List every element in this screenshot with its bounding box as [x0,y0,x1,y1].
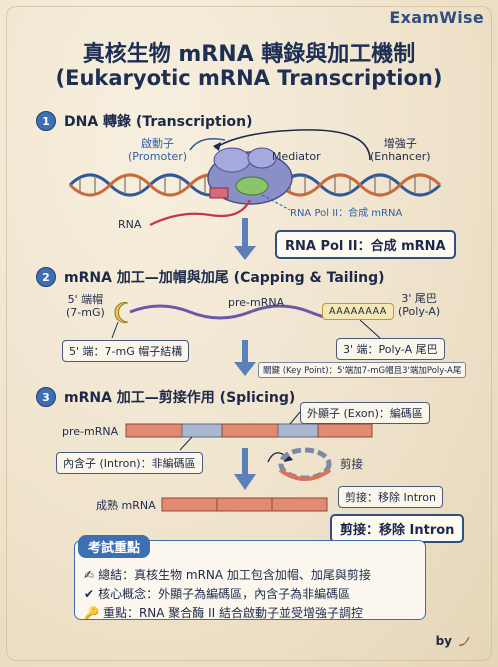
section-2-heading: 2 mRNA 加工—加帽與加尾 (Capping & Tailing) [36,267,385,287]
tail-label: 3' 尾巴 (Poly-A) [398,292,441,318]
enhancer-loop [214,129,371,161]
byline-text: by [435,634,452,648]
section-2-title: mRNA 加工—加帽與加尾 (Capping & Tailing) [64,270,385,286]
pen-icon: ✍ [84,567,95,582]
mature-mrna-blocks [161,497,328,512]
summary-item-3: 🔑 重點：RNA 聚合酶 II 結合啟動子並受增強子調控 [84,604,363,621]
splice-remove-box: 剪接：移除 Intron [338,486,444,508]
pol-note-label: RNA Pol II：合成 mRNA [290,208,403,219]
mature-mrna-label: 成熟 mRNA [96,499,156,512]
summary-item-2-text: 核心概念：外顯子為編碼區，內含子為非編碼區 [98,587,351,601]
down-arrow-1 [234,218,256,260]
summary-item-2: ✔ 核心概念：外顯子為編碼區，內含子為非編碼區 [84,585,350,602]
section-1-heading: 1 DNA 轉錄 (Transcription) [36,111,252,131]
rna-label: RNA [118,218,142,231]
key-point-box: 關鍵 (Key Point)：5'端加7-mG帽且3'端加Poly-A尾 [258,362,467,378]
byline: by [436,633,472,649]
section-1-title: DNA 轉錄 (Transcription) [64,114,253,130]
key-icon: 🔑 [84,605,99,620]
exon-info-box: 外顯子 (Exon)：編碼區 [300,402,430,424]
enhancer-label: 增強子 (Enhancer) [370,137,431,163]
splice-label: 剪接 [340,457,363,471]
cap-label: 5' 端帽 (7-mG) [66,293,105,319]
pol-result-box: RNA Pol II：合成 mRNA [275,230,456,259]
polymerase-complex [207,147,293,205]
section-2-number: 2 [36,267,56,287]
mediator-label: Mediator [272,150,321,163]
pre-mrna-blocks [125,423,373,438]
dna-helix [68,173,442,197]
section-1-number: 1 [36,111,56,131]
summary-item-1: ✍ 總結：真核生物 mRNA 加工包含加帽、加尾與剪接 [84,566,371,583]
cap-info-box: 5' 端：7-mG 帽子結構 [62,340,190,362]
splice-result-box: 剪接：移除 Intron [330,514,465,543]
poly-a-tail: AAAAAAAA [322,303,394,320]
section-3-heading: 3 mRNA 加工—剪接作用 (Splicing) [36,387,295,407]
summary-item-1-text: 總結：真核生物 mRNA 加工包含加帽、加尾與剪接 [98,568,371,582]
section-3-title: mRNA 加工—剪接作用 (Splicing) [64,390,296,406]
summary-item-3-text: 重點：RNA 聚合酶 II 結合啟動子並受增強子調控 [102,606,363,620]
pre-mrna-label-3: pre-mRNA [62,425,119,438]
check-icon: ✔ [84,586,95,601]
brand-logo: ExamWise [389,8,484,27]
page-subtitle: (Eukaryotic mRNA Transcription) [55,66,443,90]
banana-icon [458,636,470,646]
down-arrow-2 [234,340,256,376]
rna-strand [149,199,251,226]
section-3-number: 3 [36,387,56,407]
pol-leader [261,194,291,211]
promoter-label: 啟動子 (Promoter) [128,137,188,163]
tail-info-box: 3' 端：Poly-A 尾巴 [336,338,445,360]
down-arrow-3 [234,448,256,490]
pre-mrna-label-2: pre-mRNA [228,296,285,309]
intron-info-box: 內含子 (Intron)：非編碼區 [56,452,203,474]
promoter-arrow [189,137,226,151]
summary-tag: 考試重點 [78,535,151,558]
splice-loop [267,447,332,481]
cap-shape [114,302,129,323]
page-title: 真核生物 mRNA 轉錄與加工機制 [82,42,416,67]
